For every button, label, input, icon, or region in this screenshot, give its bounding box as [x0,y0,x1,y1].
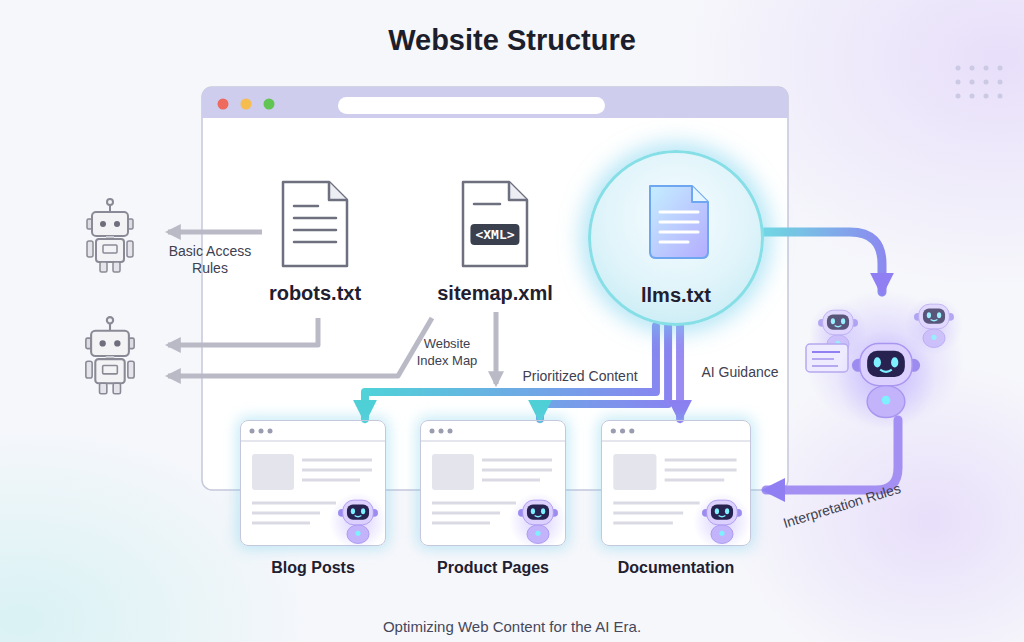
browser-window [202,87,788,118]
page-label: Documentation [618,559,734,577]
llms-file-icon [660,221,698,224]
file-name: sitemap.xml [437,282,553,305]
browser-window [218,99,229,110]
guidance-arrow [766,420,898,490]
xml-badge: <XML> [470,224,519,245]
page-robot [329,493,387,551]
page-card [420,420,566,546]
dot-grid [984,94,989,99]
llms-file-icon [660,211,698,214]
file-icon: <XML>sitemap.xml [461,180,529,268]
dot-grid [956,94,961,99]
access-arrow [168,318,318,345]
ai-agent-cluster [812,365,838,367]
ai-agent-cluster [804,290,964,430]
dot-grid [956,80,961,85]
dot-grid [998,80,1003,85]
dot-grid [984,80,989,85]
crawler-robot [86,199,134,394]
ai-agent-cluster [837,331,936,430]
page-robot [693,493,751,551]
file-name: robots.txt [269,282,361,305]
dot-grid [970,94,975,99]
llms-file-icon [660,231,698,234]
guidance-arrow [764,232,882,292]
llms-file-icon [650,186,708,258]
access-arrow [494,312,499,384]
dot-grid [970,80,975,85]
guidance-arrow [764,232,898,490]
diagram-caption: Optimizing Web Content for the AI Era. [0,618,1024,635]
file-lines [294,204,500,242]
page-card [240,420,751,546]
guidance-arrow [676,326,684,419]
file-lines [294,241,336,244]
annotation-label: Website Index Map [410,335,484,369]
page-robot [509,493,567,551]
file-lines [294,205,318,208]
page-card [240,420,386,546]
annotation-label: Basic Access Rules [160,243,260,277]
llms-file-icon [660,241,688,244]
browser-window [338,97,605,114]
ai-agent-cluster [812,351,840,353]
dot-grid [956,66,1003,99]
page-label: Product Pages [437,559,549,577]
page-card [601,420,751,546]
browser-window [241,99,252,110]
dot-grid [998,66,1003,71]
dot-grid [984,66,989,71]
file-fold [509,182,527,200]
file-lines [294,217,336,220]
page-box: Product Pages [420,420,566,546]
access-arrow [168,230,262,235]
file-outline [281,180,349,268]
access-arrow [168,318,432,376]
page-label: Blog Posts [271,559,355,577]
llms-file-icon [692,186,708,202]
file-icon: robots.txt [281,180,349,268]
dot-grid [970,66,975,71]
file-lines [474,203,500,206]
dot-grid [998,94,1003,99]
edge-label: AI Guidance [701,364,778,381]
page-box: Blog Posts [240,420,386,546]
browser-window [264,99,275,110]
file-outline [283,182,347,266]
diagram-title: Website Structure [0,24,1024,57]
edge-label: Prioritized Content [522,368,637,385]
file-lines [294,229,336,232]
highlight-circle: llms.txt [588,150,764,326]
connector-layer [365,326,680,419]
ai-agent-cluster [804,290,964,430]
file-fold [329,182,347,200]
annotation-label: Interpretation Rules [763,474,921,537]
file-name: llms.txt [591,284,761,307]
ai-agent-cluster [812,358,834,360]
crawler-robot [87,199,133,272]
page-box: Documentation [601,420,751,546]
llms-file-icon [650,186,708,258]
file-outline [463,182,527,266]
page-robot [329,493,751,551]
crawler-robot [86,317,134,394]
dot-grid [956,66,961,71]
llms-file-icon [660,212,698,242]
